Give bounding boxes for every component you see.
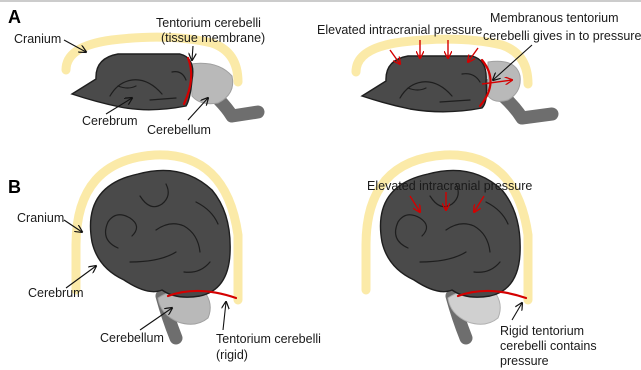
- label-pressure: Elevated intracranial pressure: [367, 179, 532, 193]
- label-cerebrum: Cerebrum: [28, 286, 84, 300]
- label-cranium: Cranium: [17, 211, 64, 225]
- panel-a-letter: A: [8, 7, 21, 27]
- label-cerebellum: Cerebellum: [100, 331, 164, 345]
- label-cerebellum: Cerebellum: [147, 123, 211, 137]
- panel-b-normal-brain: [76, 155, 238, 338]
- label-rigid-tentorium-end: pressure: [500, 354, 549, 368]
- label-cranium: Cranium: [14, 32, 61, 46]
- label-tentorium: Tentorium cerebelli: [156, 16, 261, 30]
- label-cerebrum: Cerebrum: [82, 114, 138, 128]
- panel-a-pressure-brain: [356, 39, 552, 118]
- panel-a-normal-brain: [66, 37, 258, 116]
- label-tentorium-note: (tissue membrane): [161, 31, 265, 45]
- label-membranous-tentorium-cont: cerebelli gives in to pressure: [483, 29, 641, 43]
- label-membranous-tentorium: Membranous tentorium: [490, 11, 619, 25]
- cerebrum: [90, 170, 230, 297]
- panel-b-letter: B: [8, 177, 21, 197]
- pointer-arrow: [66, 266, 96, 288]
- label-tentorium: Tentorium cerebelli: [216, 332, 321, 346]
- label-rigid-tentorium-cont: cerebelli contains: [500, 339, 597, 353]
- label-rigid-tentorium: Rigid tentorium: [500, 324, 584, 338]
- label-tentorium-note: (rigid): [216, 348, 248, 362]
- label-pressure: Elevated intracranial pressure: [317, 23, 482, 37]
- pointer-arrow: [512, 303, 522, 320]
- cerebellum: [190, 63, 233, 103]
- pointer-arrow: [192, 46, 193, 60]
- cerebrum: [72, 54, 193, 110]
- pointer-arrow: [223, 302, 226, 330]
- cerebrum: [362, 56, 487, 112]
